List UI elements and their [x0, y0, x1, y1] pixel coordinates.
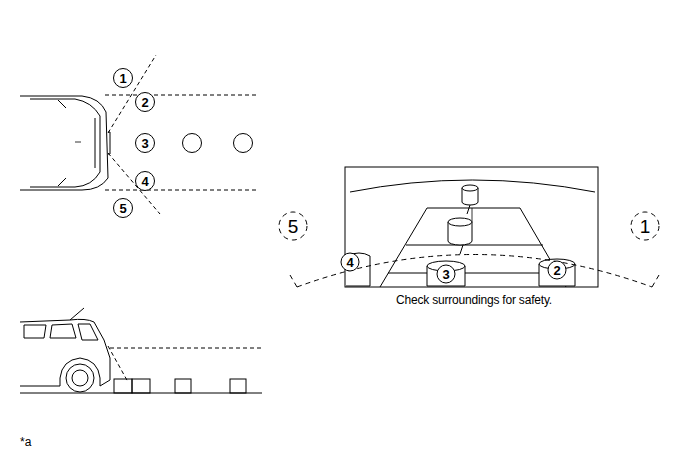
callout-circle — [341, 253, 566, 283]
view-range-line — [279, 212, 659, 287]
monitor-screen — [345, 167, 598, 287]
car-top-view — [20, 96, 110, 190]
callout-number: 2 — [141, 96, 148, 109]
car-side-view — [20, 308, 262, 393]
screen-message: Check surroundings for safety. — [396, 294, 552, 306]
callout-number: 4 — [346, 256, 353, 269]
marker-block — [114, 379, 246, 393]
marker-circle — [183, 134, 202, 153]
callout-number: 1 — [640, 217, 651, 236]
note-label: *a — [20, 436, 31, 448]
view-range-line — [108, 346, 262, 382]
view-range-line — [105, 55, 256, 214]
callout-number: 5 — [119, 202, 126, 215]
obstacle-cylinder — [346, 185, 575, 286]
callout-number: 2 — [553, 264, 560, 277]
callout-number: 3 — [141, 137, 148, 150]
marker-circle — [234, 134, 253, 153]
callout-circle — [114, 69, 155, 218]
callout-number: 3 — [442, 268, 449, 281]
callout-number: 5 — [288, 217, 299, 236]
callout-number: 1 — [119, 72, 126, 85]
callout-number: 4 — [141, 175, 148, 188]
